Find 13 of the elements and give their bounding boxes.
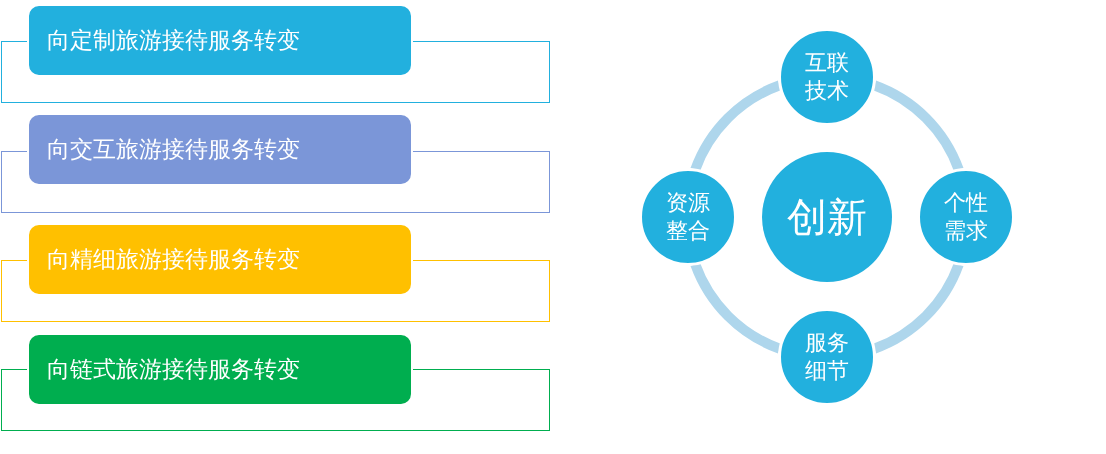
ring-arc [872,262,964,354]
topic-circle: 互联技术 [778,28,876,126]
process-box: 向定制旅游接待服务转变 [27,4,413,77]
ring-arc [872,80,964,172]
ring-arc [690,80,782,172]
center-circle: 创新 [762,152,892,282]
process-box: 向精细旅游接待服务转变 [27,223,413,296]
topic-circle: 个性需求 [917,168,1015,266]
ring-arc [690,262,782,354]
topic-circle: 资源整合 [639,168,737,266]
process-box: 向链式旅游接待服务转变 [27,333,413,406]
process-box: 向交互旅游接待服务转变 [27,113,413,186]
topic-circle: 服务细节 [778,308,876,406]
